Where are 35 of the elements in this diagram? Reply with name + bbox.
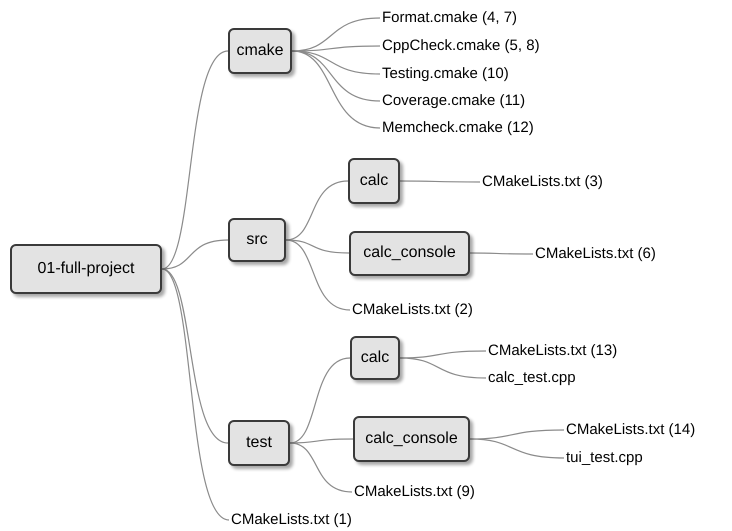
connector-line [292,50,380,129]
leaf-label: CMakeLists.txt (6) [533,245,656,263]
connector-line [162,50,228,270]
leaf-label: CMakeLists.txt (13) [486,342,618,360]
leaf-label: Coverage.cmake (11) [380,92,526,110]
topic-box: calc_console [349,230,470,276]
connector-line [162,239,228,270]
connector-line [286,239,350,311]
connector-line [470,252,533,255]
topic-box: test [228,420,290,466]
topic-box: src [228,218,286,262]
connector-line [286,180,348,241]
leaf-label: Memcheck.cmake (12) [380,119,534,137]
connector-line [470,438,564,459]
leaf-label: Format.cmake (4, 7) [380,9,518,27]
leaf-label: CMakeLists.txt (9) [352,483,475,501]
leaf-label: CMakeLists.txt (3) [480,173,603,191]
leaf-label: CppCheck.cmake (5, 8) [380,37,540,55]
leaf-label: CMakeLists.txt (2) [350,301,473,319]
connector-line [290,442,352,493]
leaf-label: calc_test.cpp [486,369,576,387]
connector-line [400,357,486,379]
leaf-label: Testing.cmake (10) [380,65,509,83]
topic-box: calc [348,158,400,204]
topic-box: 01-full-project [10,244,162,294]
connector-line [400,180,480,183]
topic-box: calc [350,336,400,380]
leaf-label: CMakeLists.txt (14) [564,421,696,439]
connector-line [290,357,350,444]
leaf-label: CMakeLists.txt (1) [229,511,352,529]
connector-line [162,268,230,521]
connector-line [162,268,228,444]
leaf-label: tui_test.cpp [564,449,643,467]
topic-box: cmake [228,28,292,74]
topic-box: calc_console [353,416,470,462]
